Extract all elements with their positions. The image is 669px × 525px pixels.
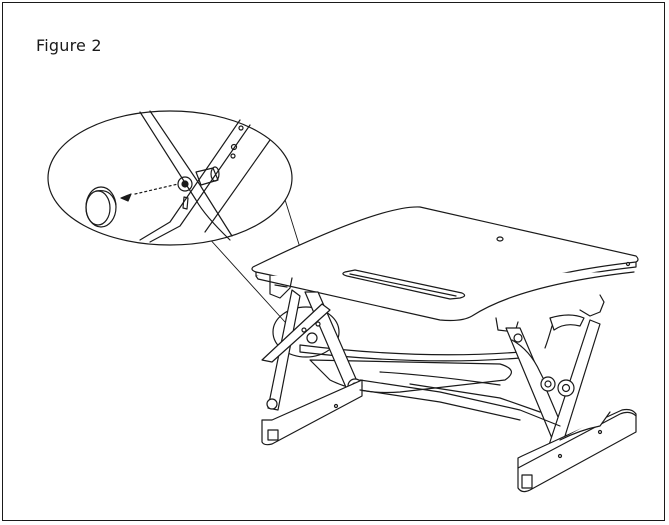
left-scissor-leg [261, 289, 363, 446]
detail-marker-circle [272, 306, 340, 358]
base-rails [359, 379, 561, 427]
figure-label: Figure 2 [36, 36, 102, 55]
detail-callout [47, 110, 293, 246]
desk-top [251, 206, 639, 322]
right-scissor-leg [505, 319, 637, 493]
